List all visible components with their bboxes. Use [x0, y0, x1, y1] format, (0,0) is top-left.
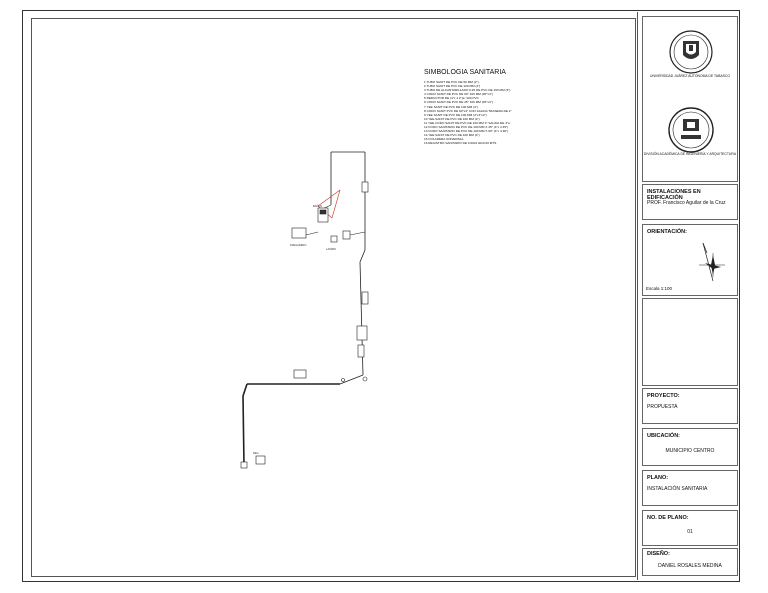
- legend-item: 8 CODO SANIT PVC DE 90°x4" CON SALIDA TR…: [424, 108, 512, 113]
- location-value: MUNICIPIO CENTRO: [665, 448, 715, 454]
- lavabo-label: LAVABO: [326, 247, 336, 251]
- daia-seal-icon: [668, 107, 714, 153]
- drawing-frame: [22, 10, 740, 582]
- scale-label: Escala 1:100: [646, 286, 673, 291]
- project-box: PROYECTO: PROPUESTA: [642, 388, 738, 424]
- ujat-seal-label: UNIVERSIDAD JUÁREZ AUTÓNOMA DE TABASCO: [650, 74, 730, 78]
- designer-name: DANIEL ROSALES MEDINA: [658, 563, 722, 569]
- plan-number-box: NO. DE PLANO: 01: [642, 510, 738, 546]
- legend-title: SIMBOLOGIA SANITARIA: [424, 69, 506, 76]
- course-box: INSTALACIONES EN EDIFICACIÓN PROF. Franc…: [642, 184, 738, 220]
- plan-annotations: BAÑOS FREGADERO LAVABO REG: [253, 203, 336, 455]
- main-pipe-run: [242, 151, 366, 467]
- legend-list: 1 TUBO SANIT DE PVC DE 50 MM (2") 2 TUBO…: [424, 80, 554, 146]
- plan-box: PLANO: INSTALACIÓN SANITARIA: [642, 470, 738, 506]
- sink-label: FREGADERO: [290, 243, 306, 247]
- plan-number-value: 01: [687, 529, 693, 535]
- ujat-seal-icon: [669, 30, 713, 74]
- location-box: UBICACIÓN: MUNICIPIO CENTRO: [642, 428, 738, 466]
- legend-item: 11 YEE CODO SANIT DE PVC DE 100 MM 4" SA…: [424, 120, 510, 125]
- project-value: PROPUESTA: [647, 404, 678, 410]
- design-box: DISEÑO: DANIEL ROSALES MEDINA: [642, 548, 738, 576]
- daia-seal-label: DIVISIÓN ACADÉMICA DE INGENIERÍA Y ARQUI…: [643, 152, 737, 156]
- legend-item: 7 YEE SANIT DE PVC DE 100 MM (4"): [424, 104, 478, 109]
- plan-value: INSTALACIÓN SANITARIA: [647, 486, 708, 492]
- professor-name: PROF. Francisco Aguilar de la Cruz: [647, 200, 726, 206]
- university-seals: [668, 30, 714, 153]
- legend-item: 6 CODO SANIT DE PVC DE 45° 100 MM (45°x4…: [424, 100, 493, 105]
- location-title: UBICACIÓN:: [647, 433, 680, 439]
- legend-item: 5 REDUCTOR DE (4"x 4 2")a "100 PVC: [424, 96, 479, 101]
- bano-label: BAÑOS: [313, 203, 322, 208]
- legend-item: 14 YEE SANIT DE PVC DE 100 MM (4"): [424, 133, 480, 138]
- legend-item: 10 YEE SANIT DE PVC DE 100 MM (4"): [424, 116, 480, 121]
- orientation-title: ORIENTACIÓN:: [647, 229, 687, 235]
- legend-item: 13 CODO SANITARIO DE PVC DE 100 MM X 90°…: [424, 129, 509, 134]
- notes-box: [642, 298, 738, 386]
- pipe-fittings: [240, 181, 369, 469]
- plan-title: PLANO:: [647, 475, 669, 481]
- seals-box: [642, 16, 738, 182]
- title-block-column: [637, 12, 739, 580]
- legend-item: 9 YEE SANIT DE PVC DE 100 MM (4"x4"x2"): [424, 112, 487, 117]
- reg-label: REG: [253, 451, 259, 455]
- drawing-area: [31, 18, 636, 577]
- legend-item: 16 REGISTRO SANITARIO DE 0.60x0.40x0.60 …: [424, 141, 497, 146]
- legend-item: 15 COLADERA UNIVERSAL: [424, 137, 464, 142]
- orientation-box: ORIENTACIÓN:: [642, 224, 738, 296]
- legend-item: 3 TUBO DE ALCANTARILLADO 6.25 DE PVC DE …: [424, 88, 511, 93]
- project-title: PROYECTO:: [647, 393, 680, 399]
- legend-item: 1 TUBO SANIT DE PVC DE 50 MM (2"): [424, 80, 479, 84]
- legend-item: 2 TUBO SANIT DE PVC DE 100 MM (4"): [424, 84, 481, 89]
- course-title: INSTALACIONES EN EDIFICACIÓN: [647, 189, 701, 201]
- legend-item: 4 CODO SANIT DE PVC DE 90° 100 MM (90°x4…: [424, 92, 493, 97]
- design-title: DISEÑO:: [647, 551, 670, 557]
- plan-number-title: NO. DE PLANO:: [647, 515, 689, 521]
- north-arrow-icon: [699, 242, 725, 282]
- legend-item: 12 CODO SANITARIO DE PVC DE 100 MM X 45°…: [424, 125, 509, 130]
